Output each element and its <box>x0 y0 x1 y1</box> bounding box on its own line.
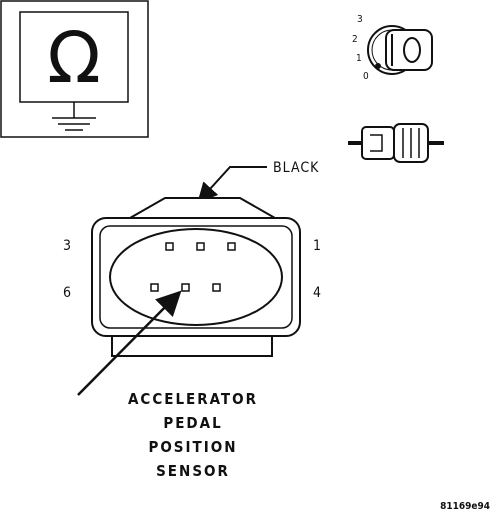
wire-color-leader <box>197 166 267 203</box>
pin-label-6: 6 <box>63 285 71 301</box>
component-label-line-1: ACCELERATOR <box>128 390 258 408</box>
pin-cavity-1 <box>227 242 236 251</box>
pin-label-4: 4 <box>313 285 321 301</box>
component-label-line-3: POSITION <box>148 438 237 456</box>
pin-label-1: 1 <box>313 238 321 254</box>
pin-cavity-4 <box>212 283 221 292</box>
pin-cavity-5 <box>181 283 190 292</box>
wire-color-label: BLACK <box>273 160 319 176</box>
key-position-0: 0 <box>363 71 369 82</box>
component-label-line-2: PEDAL <box>163 414 222 432</box>
ohmmeter-icon: Ω <box>0 0 149 138</box>
figure-id: 81169e94 <box>440 501 490 512</box>
component-label-line-4: SENSOR <box>156 462 230 480</box>
pin-cavity-6 <box>150 283 159 292</box>
pin-cavity-3 <box>165 242 174 251</box>
pin-cavity-2 <box>196 242 205 251</box>
pin-label-3: 3 <box>63 238 71 254</box>
ignition-key-icon: 3 2 1 0 <box>352 14 433 82</box>
key-position-1: 1 <box>356 53 362 64</box>
component-leader-arrow <box>77 290 182 396</box>
key-position-3: 3 <box>357 14 363 25</box>
connector-plug-icon <box>348 123 444 163</box>
key-position-2: 2 <box>352 34 358 45</box>
component-label: ACCELERATOR PEDAL POSITION SENSOR <box>128 390 258 480</box>
ohm-symbol: Ω <box>47 17 101 99</box>
sensor-connector <box>91 197 301 357</box>
